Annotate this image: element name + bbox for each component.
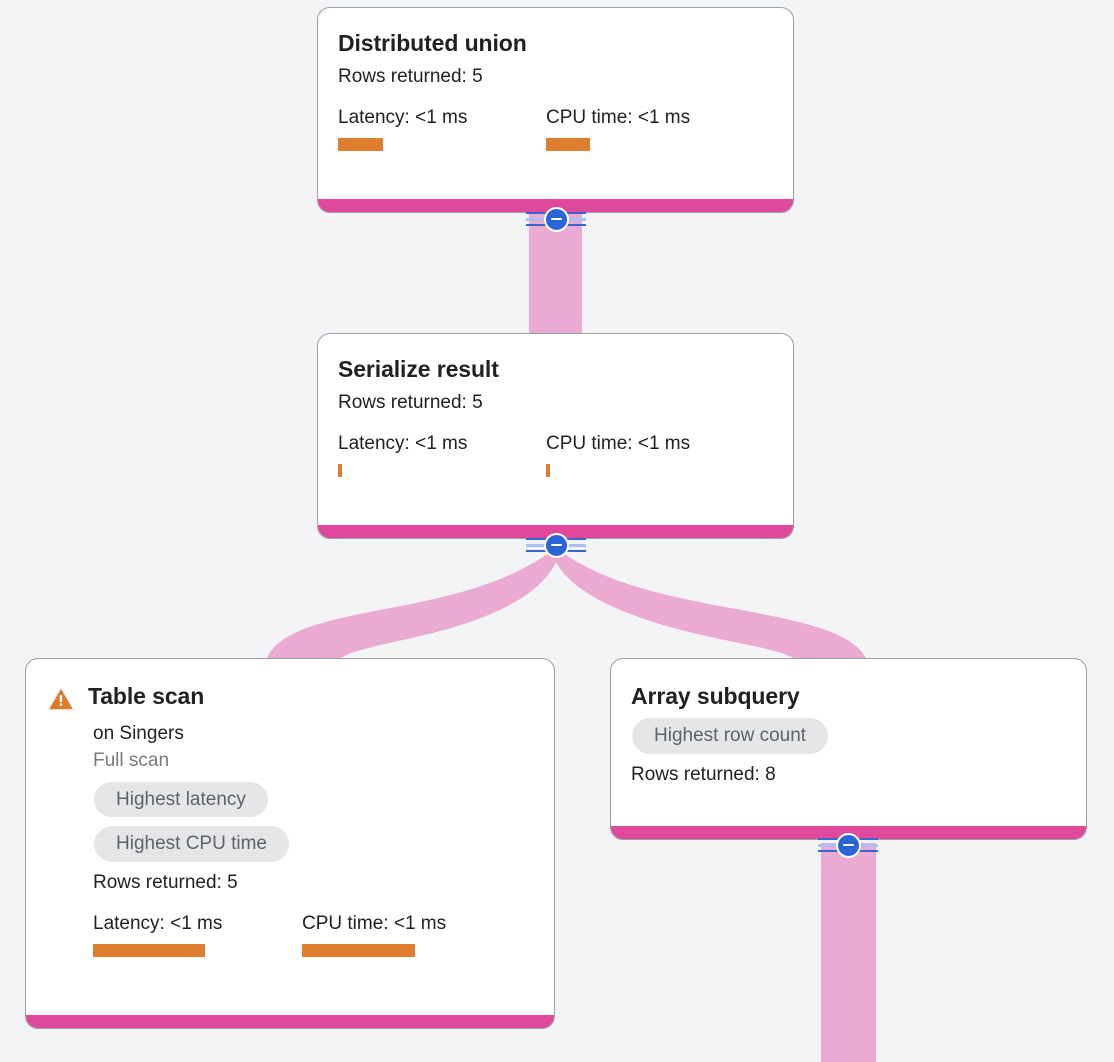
cpu-time-bar [302,943,415,957]
rows-returned: Rows returned: 5 [338,392,483,414]
title-row: Distributed union [338,30,773,56]
warning-triangle-icon [49,688,73,710]
edge-arraysubquery-to-child [821,843,876,1062]
collapse-distributed-union-button[interactable] [526,206,586,232]
node-table-scan[interactable]: Table scan on Singers Full scan Highest … [25,658,555,1029]
chip-highest-cpu-time[interactable]: Highest CPU time [94,826,289,863]
collapse-serialize-result-button[interactable] [526,532,586,558]
node-serialize-result[interactable]: Serialize result Rows returned: 5 Latenc… [317,333,794,539]
collapse-array-subquery-button[interactable] [818,832,878,858]
edge-serialize-to-arraysubquery [556,548,870,672]
metric-latency: Latency: <1 ms [338,107,546,152]
node-title: Array subquery [631,683,800,709]
metric-latency: Latency: <1 ms [338,433,546,478]
node-accent-bar [318,525,793,538]
cpu-time-bar [546,464,550,478]
latency-bar [93,943,205,957]
node-body: Array subquery Highest row count Rows re… [611,659,1086,826]
cpu-time-label: CPU time: <1 ms [546,433,691,455]
metrics-row: Latency: <1 ms CPU time: <1 ms [93,913,534,957]
node-distributed-union[interactable]: Distributed union Rows returned: 5 Laten… [317,7,794,213]
latency-bar [338,464,342,478]
metric-latency: Latency: <1 ms [93,913,302,957]
node-title: Serialize result [338,356,499,382]
metric-cpu-time: CPU time: <1 ms [546,107,691,152]
latency-bar [338,138,383,152]
metric-cpu-time: CPU time: <1 ms [546,433,691,478]
node-body: Distributed union Rows returned: 5 Laten… [318,8,793,199]
node-title: Table scan [88,683,205,709]
latency-label: Latency: <1 ms [338,107,468,129]
chip-list: Highest row count [631,709,1066,755]
node-body: Table scan on Singers Full scan Highest … [26,659,554,1015]
cpu-time-label: CPU time: <1 ms [302,912,447,934]
chip-list: Highest latency Highest CPU time [93,773,534,863]
node-title: Distributed union [338,30,527,56]
title-row: Table scan [48,683,534,712]
rows-returned: Rows returned: 5 [93,872,238,894]
node-body: Serialize result Rows returned: 5 Latenc… [318,334,793,525]
metrics-row: Latency: <1 ms CPU time: <1 ms [338,433,773,478]
latency-label: Latency: <1 ms [338,433,468,455]
metric-cpu-time: CPU time: <1 ms [302,913,446,957]
title-row: Array subquery [631,683,1066,709]
node-subtitle: on Singers [93,723,184,744]
latency-label: Latency: <1 ms [93,912,223,934]
node-accent-bar [26,1015,554,1028]
title-row: Serialize result [338,356,773,382]
metrics-row: Latency: <1 ms CPU time: <1 ms [338,107,773,152]
minus-circle-icon[interactable] [835,832,861,858]
node-detail: Full scan [93,749,170,771]
rows-returned: Rows returned: 8 [631,764,776,786]
node-accent-bar [318,199,793,212]
minus-circle-icon[interactable] [543,532,569,558]
chip-highest-latency[interactable]: Highest latency [94,781,268,818]
edge-union-to-serialize [529,214,582,344]
node-array-subquery[interactable]: Array subquery Highest row count Rows re… [610,658,1087,840]
edge-serialize-to-tablescan [264,548,556,672]
chip-highest-row-count[interactable]: Highest row count [632,718,829,755]
minus-circle-icon[interactable] [543,206,569,232]
cpu-time-bar [546,138,590,152]
cpu-time-label: CPU time: <1 ms [546,107,691,129]
rows-returned: Rows returned: 5 [338,66,483,88]
